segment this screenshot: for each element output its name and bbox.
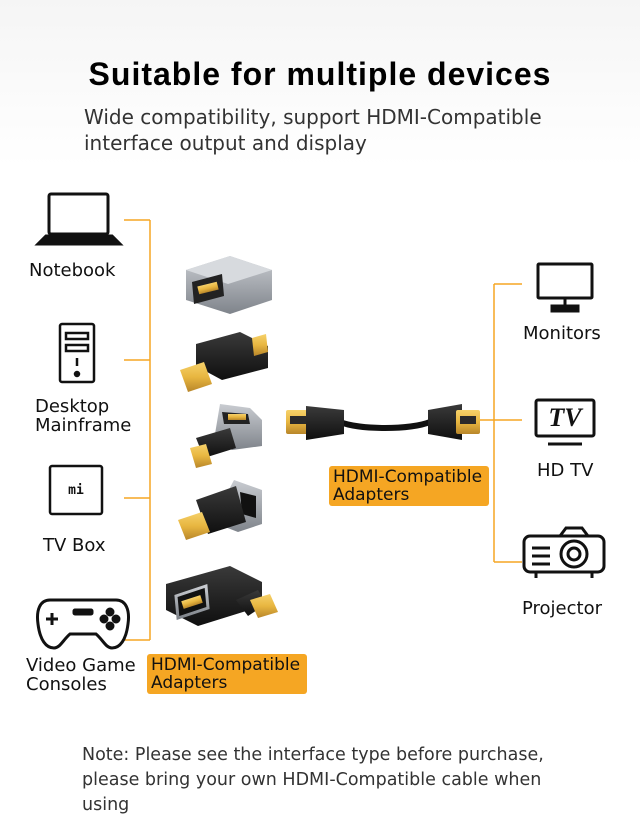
page-title: Suitable for multiple devices (88, 56, 552, 92)
hd-tv-label: HD TV (537, 460, 594, 481)
purchase-note: Note: Please see the interface type befo… (82, 743, 582, 818)
projector-icon (522, 526, 606, 578)
desktop-tower-icon (58, 322, 96, 384)
adapter-female-coupler-icon (186, 256, 272, 314)
note-line-2: please bring your own HDMI-Compatible ca… (82, 770, 542, 790)
hd-tv-icon (534, 398, 596, 446)
left-connector-lines (124, 219, 151, 641)
tv-box-logo: mi (68, 483, 84, 498)
adapter-silver-black-straight-icon (178, 480, 262, 540)
hdmi-cable-icon (286, 404, 480, 440)
monitors-label: Monitors (523, 323, 601, 344)
hd-tv-icon-text: TV (548, 403, 582, 432)
desktop-label: Desktop Mainframe (35, 397, 131, 435)
adapters-tag: HDMI-Compatible Adapters (147, 654, 307, 694)
adapter-90-degree-up-icon (190, 404, 262, 468)
desktop-label-line-1: Desktop (35, 396, 110, 417)
adapter-male-female-straight-icon (180, 332, 268, 392)
video-game-label-line-2: Consoles (26, 674, 107, 695)
adapter-90-degree-side-icon (166, 566, 278, 626)
adapters-tag-line-2: Adapters (151, 673, 228, 693)
subtitle-line-1: Wide compatibility, support HDMI-Compati… (84, 105, 542, 129)
cable-tag-line-1: HDMI-Compatible (333, 467, 483, 487)
game-controller-icon (36, 598, 130, 650)
note-line-1: Note: Please see the interface type befo… (82, 745, 544, 765)
notebook-icon (34, 192, 124, 246)
tv-box-label: TV Box (43, 535, 106, 556)
note-line-3: using (82, 795, 130, 815)
video-game-label: Video Game Consoles (26, 656, 136, 694)
cable-tag-line-2: Adapters (333, 485, 410, 505)
subtitle-line-2: interface output and display (84, 131, 367, 155)
adapters-tag-line-1: HDMI-Compatible (151, 655, 301, 675)
video-game-label-line-1: Video Game (26, 655, 136, 676)
right-connector-lines (480, 283, 522, 563)
projector-label: Projector (522, 598, 602, 619)
monitor-icon (536, 262, 594, 313)
subtitle: Wide compatibility, support HDMI-Compati… (84, 104, 604, 156)
tv-box-icon (48, 464, 104, 516)
desktop-label-line-2: Mainframe (35, 415, 132, 436)
notebook-label: Notebook (29, 260, 116, 281)
cable-adapters-tag: HDMI-Compatible Adapters (329, 466, 489, 506)
